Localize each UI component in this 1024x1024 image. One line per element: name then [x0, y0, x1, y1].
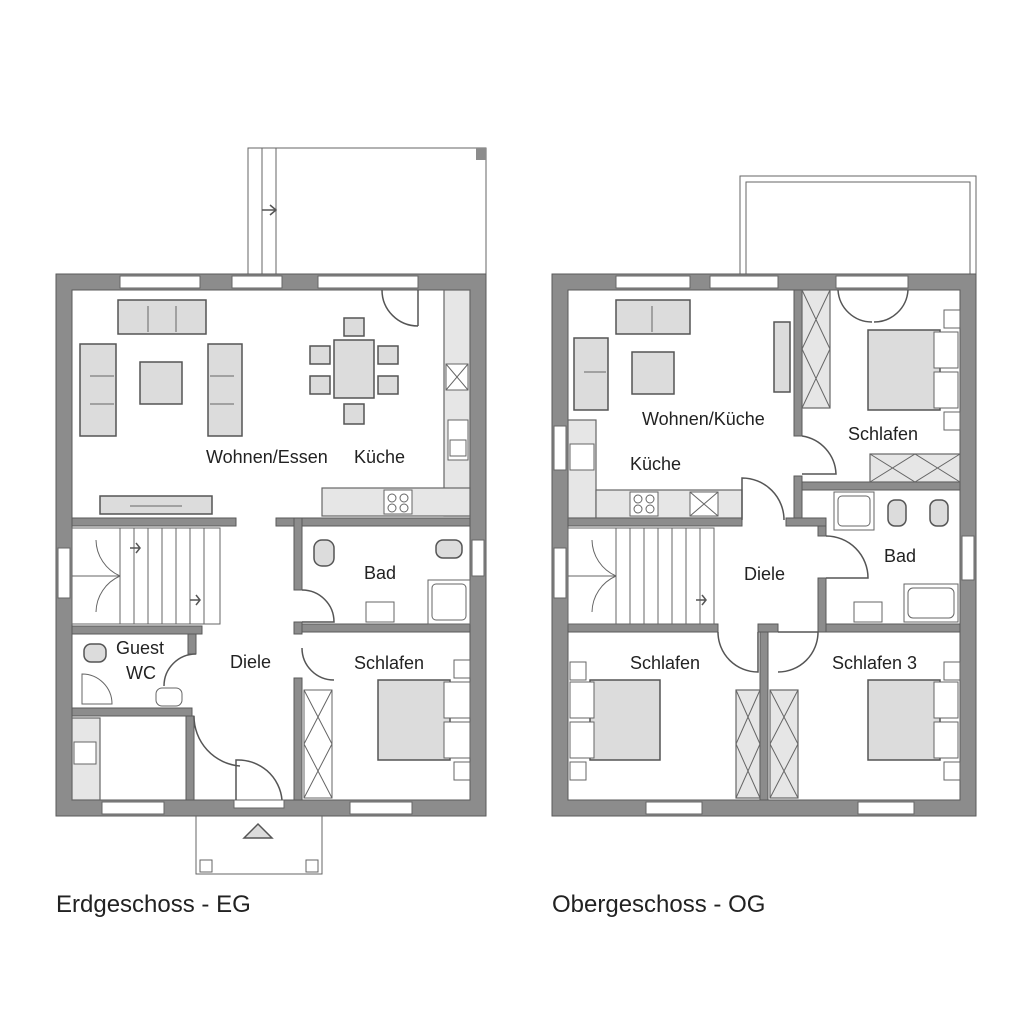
eg-dining-set — [309, 317, 399, 425]
og-windows — [553, 275, 975, 815]
label-og-wohnen-kueche: Wohnen/Küche — [642, 409, 765, 429]
label-eg-wc: WC — [126, 663, 156, 683]
label-og-schlafen-3: Schlafen 3 — [832, 653, 917, 673]
eg-living-furniture — [79, 299, 243, 515]
eg-bedroom — [301, 647, 471, 799]
label-og-kueche: Küche — [630, 454, 681, 474]
label-eg-schlafen: Schlafen — [354, 653, 424, 673]
label-eg-guest: Guest — [116, 638, 164, 658]
eg-entrance — [195, 759, 323, 875]
eg-guest-wc — [81, 643, 197, 707]
upper-floor-plan: Wohnen/Küche Küche Schlafen Bad Diele Sc… — [551, 175, 977, 918]
eg-bathroom — [301, 539, 471, 625]
terrace — [247, 147, 487, 275]
caption-erdgeschoss: Erdgeschoss - EG — [56, 891, 251, 918]
eg-kitchen — [321, 289, 471, 517]
eg-stairs — [71, 527, 221, 625]
og-bedroom-top — [801, 289, 961, 483]
label-og-schlafen: Schlafen — [848, 424, 918, 444]
label-og-diele: Diele — [744, 564, 785, 584]
label-eg-kueche: Küche — [354, 447, 405, 467]
label-eg-bad: Bad — [364, 563, 396, 583]
ground-floor-plan: Wohnen/Essen Küche Bad Guest WC Diele Sc… — [55, 147, 487, 918]
label-eg-wohnen-essen: Wohnen/Essen — [206, 447, 328, 467]
og-interior-walls — [567, 289, 961, 801]
label-eg-diele: Diele — [230, 652, 271, 672]
eg-interior-walls — [71, 517, 471, 801]
eg-utility — [71, 715, 241, 801]
og-bathroom — [825, 491, 959, 623]
label-og-schlafen-2: Schlafen — [630, 653, 700, 673]
og-bedroom-left — [569, 631, 761, 799]
caption-obergeschoss: Obergeschoss - OG — [552, 891, 765, 918]
og-living-kitchen — [567, 299, 837, 519]
balcony — [739, 175, 977, 275]
og-bedroom-right — [769, 631, 961, 799]
eg-windows — [57, 275, 485, 815]
og-stairs — [567, 477, 785, 625]
label-og-bad: Bad — [884, 546, 916, 566]
